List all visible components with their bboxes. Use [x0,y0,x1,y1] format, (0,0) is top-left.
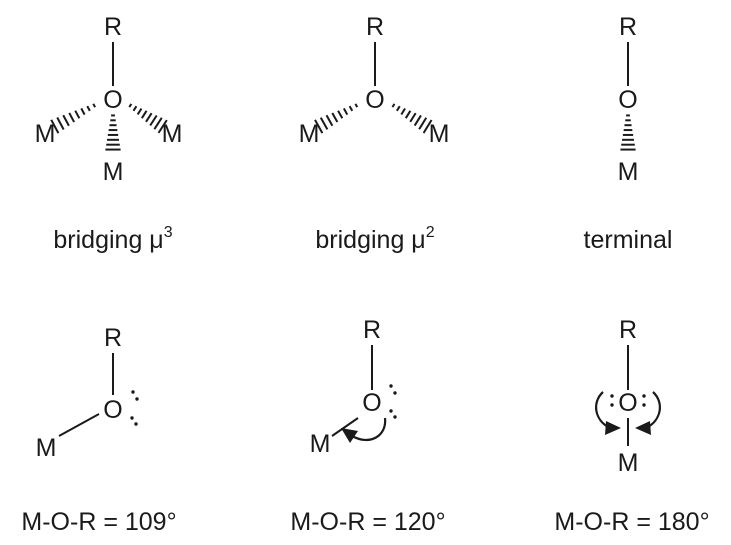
hash-stroke [50,119,60,134]
caption-angle-109: M-O-R = 109° [21,508,176,536]
hash-stroke [140,110,148,119]
lone-pair-dot [130,416,134,420]
lone-pair-dot [393,415,397,419]
hash-stroke [354,103,359,108]
atom-m: M [618,449,639,477]
lone-pair-dot [389,409,393,413]
atom-r: R [104,324,122,352]
structure-angle-180: R O M M-O-R = 180° [554,316,709,536]
lone-pair-dot [642,403,646,407]
curved-arrow-head-left [605,421,621,435]
hash-stroke [400,107,406,116]
caption-bridging-mu3: bridging μ3 [53,224,172,254]
lone-pair-dot [610,403,614,407]
atom-m-bottom: M [103,158,124,186]
hashed-bond-right [128,103,168,134]
atom-o: O [103,396,122,424]
hash-stroke [413,114,422,127]
curved-arrow-head-right [635,421,651,435]
hashed-bond-down [105,114,121,151]
atom-r: R [363,316,381,344]
bond-m-o [331,417,359,437]
hash-stroke [422,119,433,134]
hash-stroke [136,107,143,116]
hashed-bond-left [314,103,359,134]
curved-arrow [351,417,387,442]
atom-o: O [618,389,637,417]
hashed-bond-down [620,114,636,151]
bond-m-o [58,413,100,437]
hash-stroke [314,119,324,134]
lone-pair-dot [135,397,139,401]
caption-superscript: 3 [164,224,173,241]
hash-stroke [62,114,70,127]
hash-stroke [319,117,329,130]
caption-bridging-mu2: bridging μ2 [315,224,434,254]
structure-bridging-mu2: R O M M bridging μ2 [299,13,450,254]
caption-angle-120: M-O-R = 120° [290,508,445,536]
hash-stroke [418,117,428,130]
lone-pair-dots [389,384,397,419]
atom-r: R [619,13,637,41]
hash-stroke [325,114,334,127]
atom-o: O [365,86,384,114]
hash-stroke [80,107,86,116]
structure-bridging-mu3: R O M M M bridging μ3 [35,13,183,254]
atom-m: M [310,430,331,458]
hashed-bond-left [50,103,96,134]
hash-stroke [391,103,396,108]
hash-stroke [86,105,91,112]
hash-stroke [331,112,339,123]
hash-stroke [342,107,349,116]
hash-stroke [337,110,344,119]
atom-m-right: M [162,120,183,148]
curved-arrow-head [341,428,358,443]
hash-stroke [149,114,158,127]
atom-m: M [36,434,57,462]
hash-stroke [132,105,138,112]
hash-stroke [68,112,75,123]
caption-angle-180: M-O-R = 180° [554,508,709,536]
atom-r: R [366,13,384,41]
hash-stroke [153,117,163,130]
hash-stroke [145,112,153,123]
structure-terminal: R O M terminal [584,13,673,254]
hash-stroke [157,119,168,134]
caption-superscript: 2 [426,224,435,241]
structure-angle-120: R O M M-O-R = 120° [290,316,445,536]
structure-angle-109: R O M M-O-R = 109° [21,324,176,536]
atom-r: R [104,13,122,41]
lone-pair-dot [393,391,397,395]
lone-pair-dots [130,390,139,426]
lone-pair-dots [610,394,646,407]
atom-r: R [619,316,637,344]
atom-o: O [103,86,122,114]
hash-stroke [404,110,412,119]
atom-m-right: M [429,120,450,148]
hash-stroke [409,112,417,123]
hash-stroke [92,103,96,108]
caption-terminal: terminal [584,226,673,254]
lone-pair-dot [131,390,135,394]
lone-pair-dot [610,394,614,398]
atom-m-left: M [35,120,56,148]
hash-stroke [74,110,81,119]
atom-m: M [618,158,639,186]
hash-stroke [348,105,354,112]
hash-stroke [56,117,65,130]
atom-o: O [362,389,381,417]
hashed-bond-right [391,103,433,134]
atom-m-left: M [299,120,320,148]
lone-pair-dot [134,422,138,426]
lone-pair-dot [389,384,393,388]
atom-o: O [618,86,637,114]
lone-pair-dot [642,394,646,398]
hash-stroke [128,103,133,108]
hash-stroke [396,105,401,112]
